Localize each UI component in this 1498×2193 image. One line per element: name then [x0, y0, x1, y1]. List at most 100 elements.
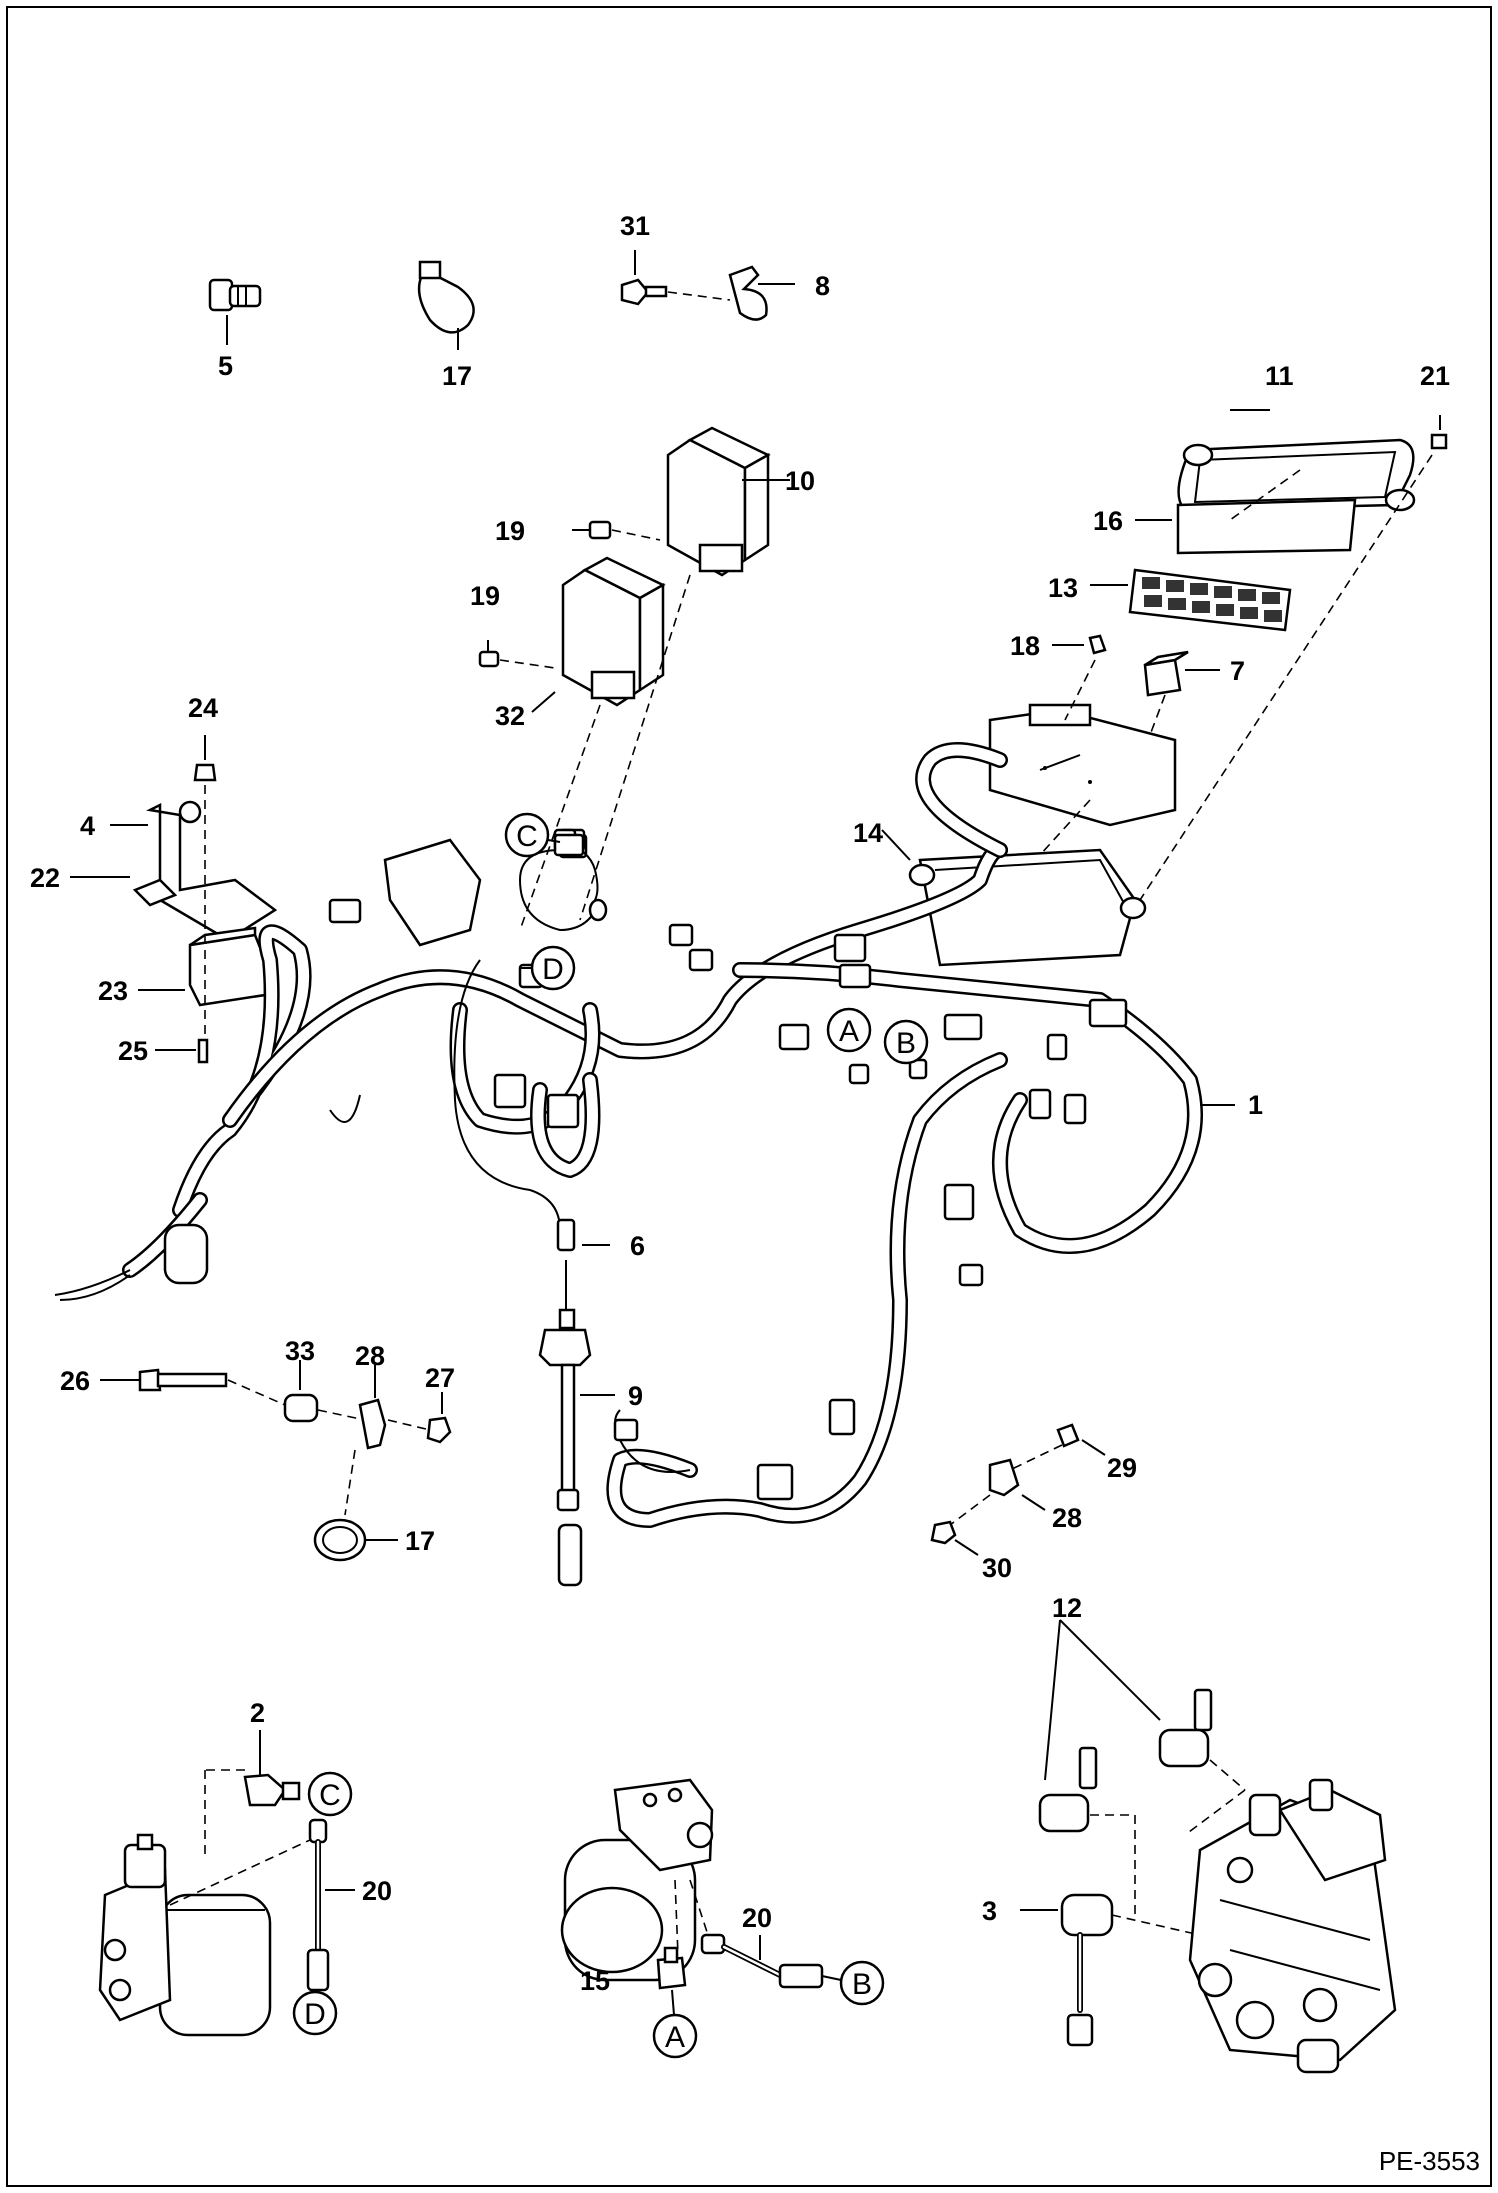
part-25-screw	[155, 1038, 209, 1064]
part-3-solenoid	[1020, 1893, 1114, 2047]
part-11-fuse-box-cover	[1177, 409, 1416, 512]
fuse-cell	[1190, 583, 1208, 595]
callout-11: 11	[1265, 361, 1294, 391]
part-8-clamp	[728, 265, 795, 321]
part-16-gasket	[1135, 498, 1357, 555]
leader-dash-17	[344, 1449, 356, 1516]
callout-10: 10	[785, 466, 815, 496]
hydraulic-valve-block	[1188, 1778, 1397, 2074]
oil-filter-assembly	[560, 1778, 714, 1982]
callout-23: 23	[98, 976, 128, 1006]
part-17-cable-tie-top	[417, 260, 475, 350]
part-31-bolt	[620, 250, 731, 306]
fuse-cell	[1142, 577, 1160, 589]
leader-dash-7	[1149, 694, 1166, 736]
part-27-nut	[426, 1392, 452, 1444]
callout-24: 24	[188, 693, 218, 723]
part-2-switch	[243, 1730, 301, 1807]
marker-d-bottom: D	[292, 1990, 338, 2036]
callout-27: 27	[425, 1363, 455, 1393]
svg-text:B: B	[852, 1968, 872, 2001]
callout-3: 3	[982, 1896, 997, 1926]
fuse-cell	[1238, 589, 1256, 601]
part-21-screw	[1430, 415, 1448, 450]
leader-dash-28	[387, 1419, 431, 1431]
part-5-grommet	[208, 278, 262, 345]
marker-d-top: D	[520, 945, 576, 991]
callout-28-left: 28	[355, 1341, 385, 1371]
leader-dash-20a	[169, 1839, 311, 1906]
callout-4: 4	[80, 811, 95, 841]
part-26-bolt	[100, 1368, 228, 1392]
leader-dash-12a	[1209, 1759, 1246, 1791]
callout-12: 12	[1052, 1593, 1082, 1623]
part-20-wire-left	[306, 1818, 355, 1992]
svg-text:D: D	[304, 1998, 326, 2031]
fuse-cell	[1214, 586, 1232, 598]
leader-dash-29	[1009, 1444, 1063, 1471]
document-id: PE-3553	[1379, 2146, 1480, 2176]
leader-dash-12b	[1184, 1789, 1246, 1836]
marker-c-top: C	[504, 812, 561, 858]
marker-a-bottom: A	[652, 1989, 698, 2059]
leader-dash-21	[1139, 454, 1433, 901]
leader-dash-10	[579, 574, 691, 921]
callout-19-lower: 19	[470, 581, 500, 611]
callout-16: 16	[1093, 506, 1123, 536]
fuse-cell	[1264, 610, 1282, 622]
callout-20-middle: 20	[742, 1903, 772, 1933]
part-14-fuse-box	[881, 703, 1177, 967]
fuse-cell	[1168, 598, 1186, 610]
svg-text:C: C	[516, 820, 538, 853]
part-12-solenoids	[1038, 1619, 1213, 1833]
callout-29: 29	[1107, 1453, 1137, 1483]
callout-32: 32	[495, 701, 525, 731]
fuse-cell	[1240, 607, 1258, 619]
leader-dash-32	[519, 704, 601, 931]
marker-b-bottom: B	[821, 1960, 885, 2006]
callout-9: 9	[628, 1381, 643, 1411]
part-29-screw	[1056, 1423, 1106, 1456]
part-7-relay	[1143, 650, 1220, 697]
part-9-sensor	[538, 1260, 615, 1587]
callout-18: 18	[1010, 631, 1040, 661]
fuse-cell	[1144, 595, 1162, 607]
callout-17-bottom: 17	[405, 1526, 435, 1556]
part-4-bracket	[110, 800, 278, 942]
part-6-connector	[556, 1218, 610, 1252]
svg-text:D: D	[542, 953, 564, 986]
svg-text:A: A	[665, 2021, 685, 2054]
leader-dash-15	[674, 1879, 679, 1956]
callout-7: 7	[1230, 656, 1245, 686]
part-20-wire-middle	[700, 1933, 824, 1989]
svg-text:C: C	[319, 1779, 341, 1812]
callout-26: 26	[60, 1366, 90, 1396]
callout-13: 13	[1048, 573, 1078, 603]
callout-22: 22	[30, 863, 60, 893]
callout-28-right: 28	[1052, 1503, 1082, 1533]
callout-17-top: 17	[442, 361, 472, 391]
part-33-spacer	[283, 1360, 319, 1423]
svg-text:B: B	[896, 1027, 916, 1060]
callout-15: 15	[580, 1966, 610, 1996]
part-32-control-module	[478, 556, 666, 713]
leader-dash-26	[227, 1379, 286, 1406]
callout-19-upper: 19	[495, 516, 525, 546]
leader-dash-20b	[689, 1879, 709, 1936]
part-28-clip	[358, 1365, 387, 1450]
callout-14: 14	[853, 818, 883, 848]
callout-25: 25	[118, 1036, 148, 1066]
part-10-control-module	[572, 426, 790, 577]
part-18-fuse	[1052, 634, 1107, 655]
part-28-clip-right	[988, 1458, 1046, 1511]
callout-30: 30	[982, 1553, 1012, 1583]
callout-33: 33	[285, 1336, 315, 1366]
part-23-relay-socket	[138, 926, 267, 1007]
callout-21: 21	[1420, 361, 1450, 391]
harness-connectors	[54, 828, 1128, 1501]
callout-2: 2	[250, 1698, 265, 1728]
leader-dash-18	[1064, 659, 1096, 721]
part-1-main-harness	[122, 742, 1235, 1528]
part-24-nut	[193, 735, 217, 782]
